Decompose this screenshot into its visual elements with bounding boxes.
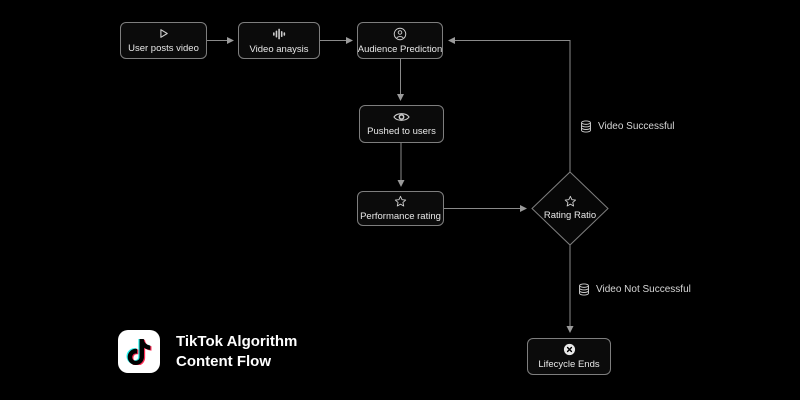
node-rating-ratio: Rating Ratio [544,195,596,221]
diagram-title-line2: Content Flow [176,353,271,370]
eye-icon [393,111,410,123]
node-label: Lifecycle Ends [538,359,600,370]
tiktok-logo-icon [118,330,160,373]
node-label: Pushed to users [367,126,436,137]
node-lifecycle-ends: Lifecycle Ends [527,338,611,375]
waveform-icon [272,27,286,41]
database-icon [580,120,592,133]
node-label: User posts video [128,43,199,54]
brand-block: TikTok Algorithm Content Flow [118,330,297,373]
node-user-posts-video: User posts video [120,22,207,59]
edge-label-video-not-successful: Video Not Successful [578,283,691,296]
x-circle-icon [563,343,576,356]
node-audience-prediction: Audience Prediction [357,22,443,59]
node-pushed-to-users: Pushed to users [359,105,444,143]
star-icon [394,195,407,208]
diagram-title-line1: TikTok Algorithm [176,333,298,350]
node-label: Performance rating [360,211,441,222]
node-label: Rating Ratio [543,210,597,221]
node-label: Video anaysis [249,43,309,55]
node-video-analysis: Video anaysis [238,22,320,59]
node-label: Audience Prediction [357,43,443,55]
edge-ratio-to-prediction [448,37,571,172]
play-icon [157,27,170,40]
node-performance-rating: Performance rating [357,191,444,226]
star-icon [564,195,577,208]
user-circle-icon [393,27,407,41]
edge-label-video-successful: Video Successful [580,120,675,133]
edge-label-text: Video Successful [598,121,675,132]
diagram-title: TikTok Algorithm Content Flow [176,330,297,372]
database-icon [578,283,590,296]
edge-label-text: Video Not Successful [596,284,691,295]
rating-ratio-diamond [531,171,609,246]
